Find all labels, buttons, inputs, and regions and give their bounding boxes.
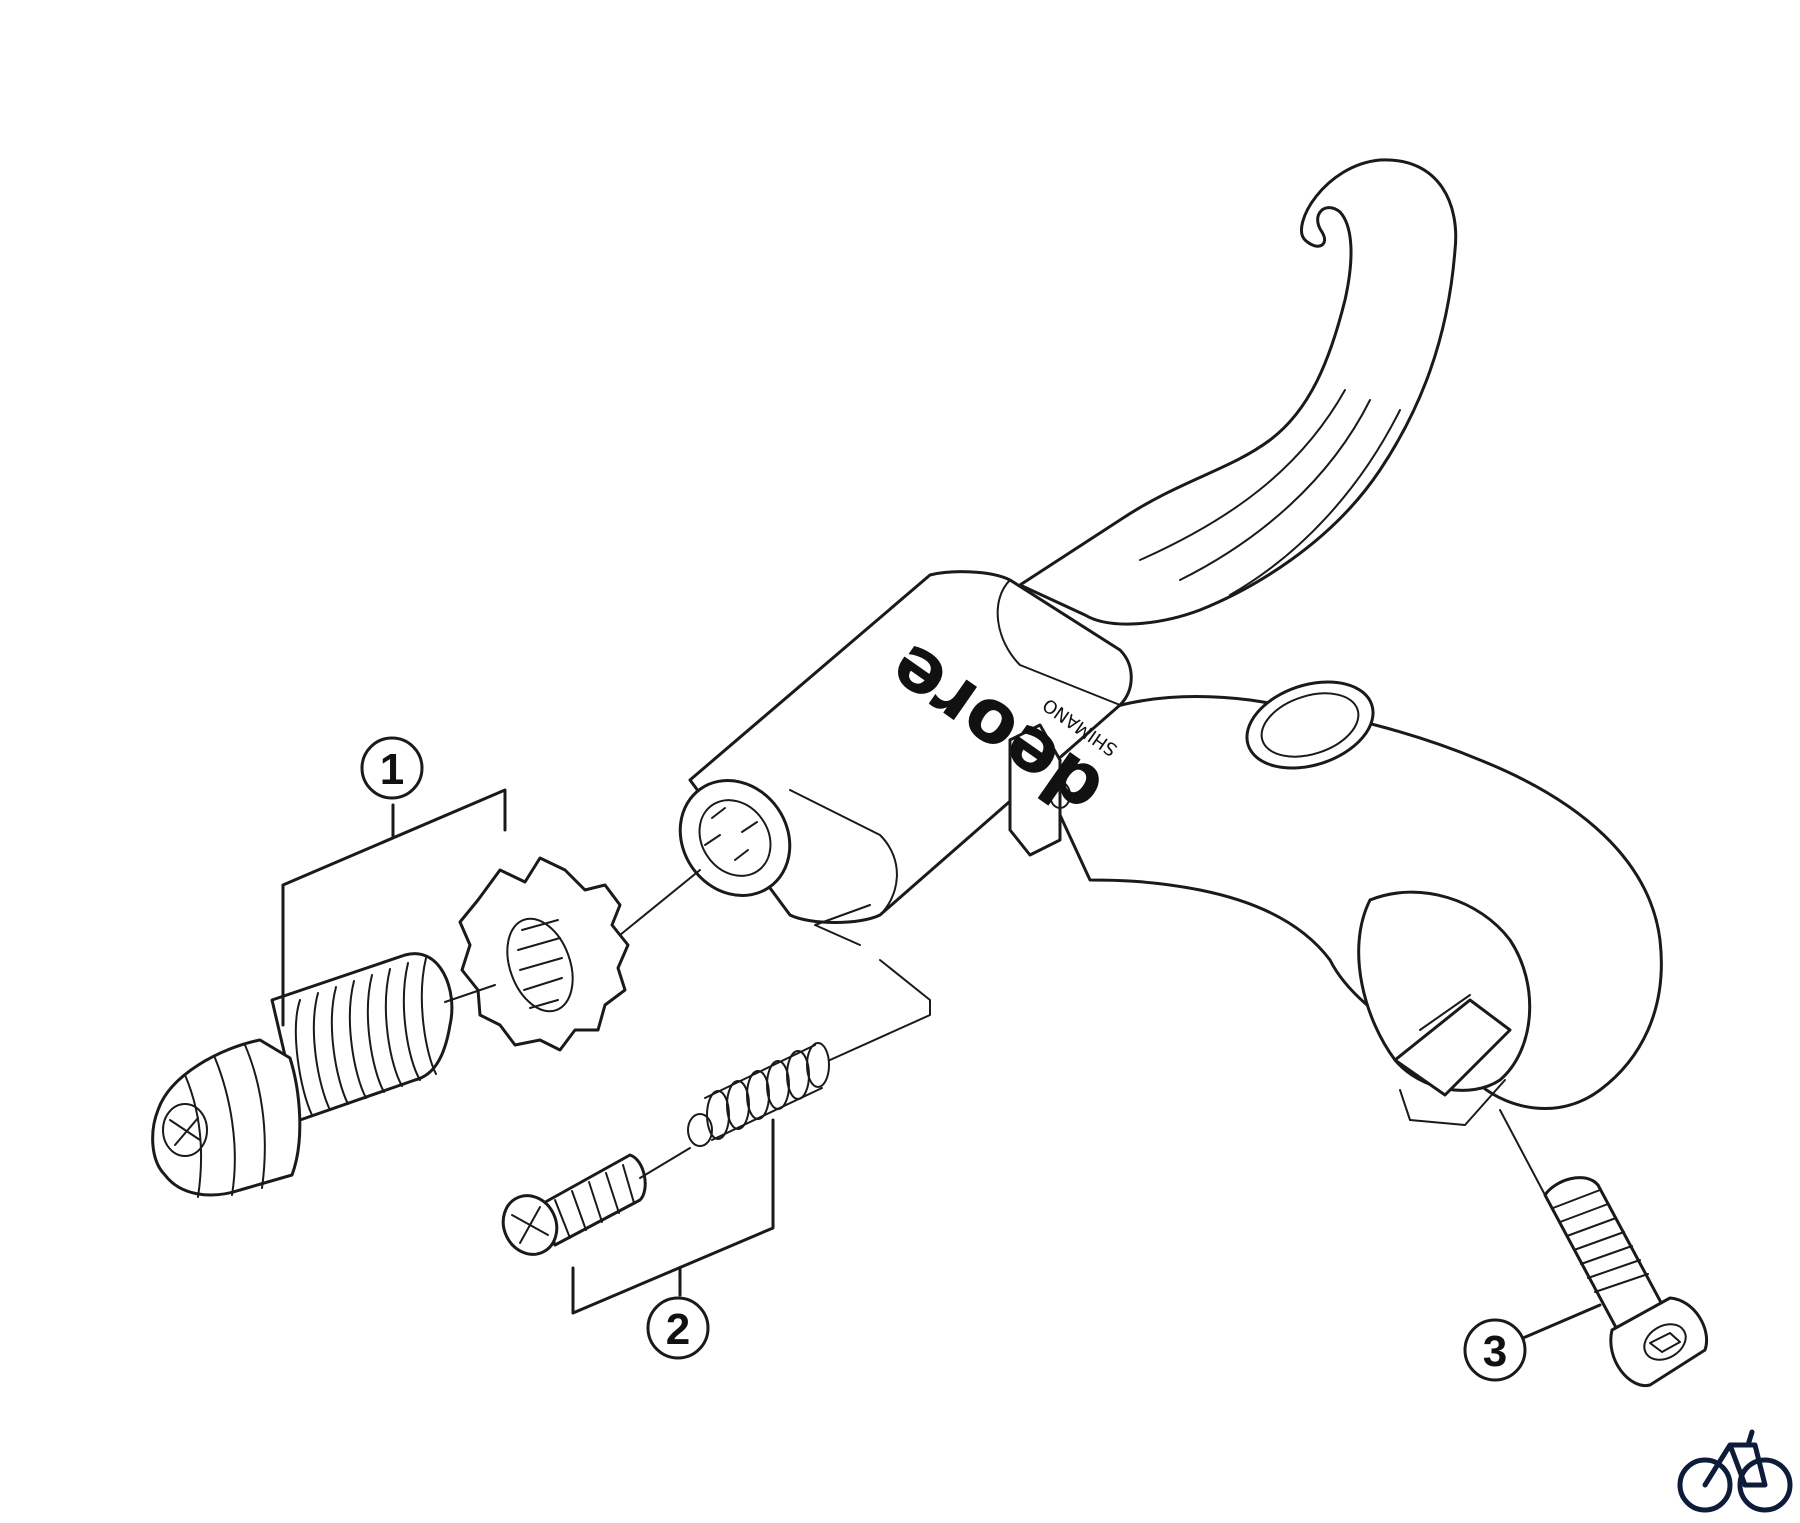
pivot-cap xyxy=(1245,680,1375,770)
reach-adjust-boss xyxy=(1008,723,1062,857)
part-1-barrel-adjuster xyxy=(151,856,630,1198)
bicycle-icon xyxy=(1677,1429,1793,1513)
part-3-clamp-bolt xyxy=(1543,1176,1708,1387)
brake-lever-assembly: deore SHIMANO xyxy=(678,158,1663,1126)
clamp-tab xyxy=(1393,998,1512,1097)
leader-part-3 xyxy=(1521,1303,1602,1340)
return-spring xyxy=(687,1042,830,1147)
callout-1-number: 1 xyxy=(380,745,404,794)
callout-1: 1 xyxy=(360,736,424,800)
adjuster-barrel xyxy=(151,952,454,1198)
callout-3: 3 xyxy=(1463,1318,1527,1382)
adjuster-locknut xyxy=(458,856,630,1052)
reach-screw xyxy=(501,1153,647,1256)
lever-barrel xyxy=(688,570,1133,924)
callout-2-number: 2 xyxy=(666,1305,690,1354)
assembly-lines xyxy=(281,788,1602,1340)
bracket-part-2 xyxy=(571,1118,775,1315)
lever-blade xyxy=(1018,158,1458,626)
callout-2: 2 xyxy=(646,1296,710,1360)
callout-3-number: 3 xyxy=(1483,1327,1507,1376)
bracket-part-1 xyxy=(281,788,507,1027)
lever-clamp-body xyxy=(1028,695,1663,1110)
part-2-reach-adjust-screw xyxy=(501,1042,830,1256)
